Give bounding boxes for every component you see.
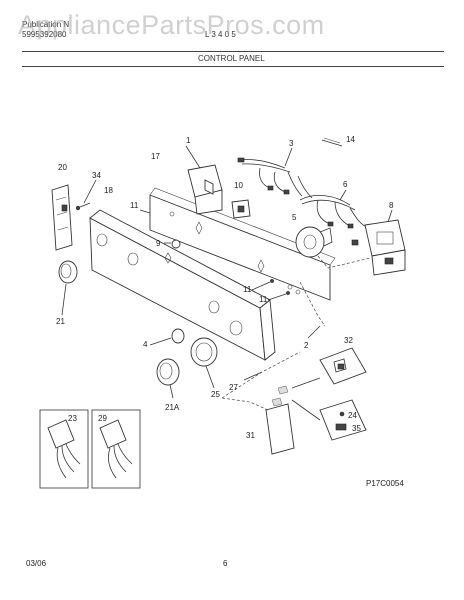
- model-number: L 3 4 0 5: [205, 30, 236, 39]
- part-1-timer: [185, 145, 223, 215]
- part-20-end-bracket: [51, 184, 73, 251]
- callout-21: 21: [56, 317, 65, 326]
- part-6-wire-harness: [299, 189, 369, 229]
- callout-27: 27: [229, 383, 238, 392]
- part-34-screw: [75, 179, 97, 211]
- footer-page: 6: [223, 559, 228, 568]
- callout-4: 4: [143, 340, 148, 349]
- callout-35: 35: [352, 424, 361, 433]
- callout-11-a: 11: [130, 201, 139, 210]
- part-8-control-module: [351, 209, 406, 276]
- part-4-knob: [149, 328, 185, 346]
- part-21-knob: [58, 260, 78, 316]
- part-11-screws: [139, 209, 290, 301]
- callout-32: 32: [344, 336, 353, 345]
- callout-10: 10: [234, 181, 243, 190]
- callout-34: 34: [92, 171, 101, 180]
- detail-box-23: [39, 409, 89, 489]
- callout-23: 23: [68, 414, 77, 423]
- publication-label: Publication N: [22, 20, 70, 29]
- callout-11-b: 11: [243, 285, 252, 294]
- part-14-clip: [321, 137, 343, 147]
- leader-lines: [221, 281, 326, 399]
- callout-18: 18: [104, 186, 113, 195]
- callout-25: 25: [211, 390, 220, 399]
- callout-21a: 21A: [165, 403, 180, 412]
- callout-8: 8: [389, 201, 394, 210]
- part-10-switch: [231, 199, 251, 219]
- callout-9: 9: [156, 239, 161, 248]
- detail-box-29: [91, 409, 141, 489]
- header-rule-top: [22, 51, 444, 52]
- section-title: CONTROL PANEL: [198, 54, 265, 63]
- detail-32: [319, 347, 367, 385]
- part-25-dial: [190, 337, 218, 389]
- part-17-rear-panel: [149, 187, 336, 301]
- publication-number: 5995392080: [22, 30, 67, 39]
- callout-20: 20: [58, 163, 67, 172]
- part-3-wire-harness: [237, 147, 313, 199]
- figure-code: P17C0054: [366, 479, 404, 488]
- footer-date: 03/06: [26, 559, 47, 568]
- callout-11-c: 11: [259, 295, 268, 304]
- callout-3: 3: [289, 139, 294, 148]
- part-5-selector-switch: [295, 226, 371, 269]
- header-rule-bottom: [22, 66, 444, 67]
- callout-17: 17: [151, 152, 160, 161]
- callout-6: 6: [343, 180, 348, 189]
- part-31-bracket: [221, 377, 321, 455]
- callout-29: 29: [98, 414, 107, 423]
- callout-1: 1: [186, 136, 191, 145]
- part-21a-knob: [156, 358, 180, 399]
- part-9-plug: [164, 239, 181, 249]
- callout-24: 24: [348, 411, 357, 420]
- part-18-control-panel: [89, 209, 276, 361]
- callout-14: 14: [346, 135, 355, 144]
- callout-31: 31: [246, 431, 255, 440]
- callout-5: 5: [292, 213, 297, 222]
- detail-24-35: [319, 399, 367, 441]
- callout-2: 2: [304, 341, 309, 350]
